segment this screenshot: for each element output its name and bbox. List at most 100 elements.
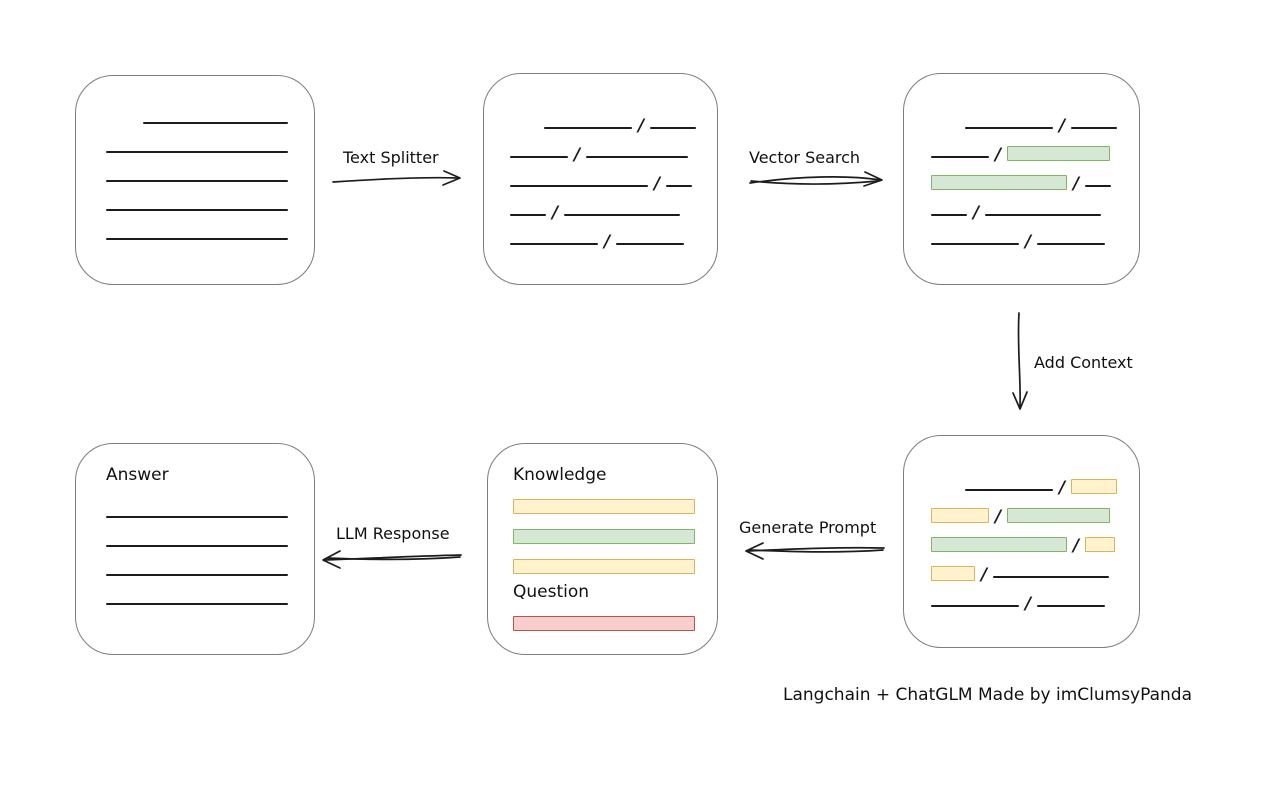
placeholder-row: [106, 129, 288, 158]
slash-separator: /: [1025, 594, 1032, 614]
vector-search-arrow: [749, 171, 883, 187]
red-highlight-bar: [513, 616, 695, 631]
placeholder-row: [513, 546, 699, 576]
slash-separator: /: [654, 174, 661, 194]
green-highlight-bar: [931, 175, 1067, 190]
answer-box: Answer: [75, 443, 315, 655]
text-line: [510, 185, 648, 187]
generate-prompt-arrow: [745, 542, 885, 560]
text-line: [931, 243, 1019, 245]
placeholder-row: [106, 187, 288, 216]
text-line: [1037, 243, 1106, 245]
chunk-lines: / / / / /: [931, 467, 1123, 614]
matched-chunks-box: / / / / /: [903, 73, 1140, 285]
llm-response-label: LLM Response: [336, 524, 450, 543]
vector-search-label: Vector Search: [749, 148, 861, 167]
placeholder-row: /: [931, 163, 1123, 194]
placeholder-row: [513, 516, 699, 546]
placeholder-row: [513, 486, 699, 516]
placeholder-row: [106, 581, 294, 610]
placeholder-row: [106, 216, 288, 245]
text-line: [106, 574, 288, 576]
question-bar: [513, 603, 699, 633]
placeholder-row: /: [510, 163, 701, 194]
green-highlight-bar: [931, 537, 1067, 552]
text-line: [106, 603, 288, 605]
text-line: [1071, 127, 1118, 129]
placeholder-row: [106, 552, 294, 581]
slash-separator: /: [981, 565, 988, 585]
text-line: [931, 214, 967, 216]
placeholder-row: /: [510, 192, 701, 223]
split-chunks-box: / / / / /: [483, 73, 718, 285]
placeholder-row: /: [931, 134, 1123, 165]
placeholder-row: /: [931, 192, 1123, 223]
slash-separator: /: [973, 203, 980, 223]
slash-separator: /: [1059, 116, 1066, 136]
slash-separator: /: [1025, 232, 1032, 252]
placeholder-row: /: [931, 525, 1123, 556]
placeholder-row: [106, 523, 294, 552]
text-line: [544, 127, 632, 129]
placeholder-row: /: [510, 105, 701, 136]
placeholder-row: /: [931, 221, 1123, 252]
text-line: [965, 127, 1053, 129]
slash-separator: /: [1073, 536, 1080, 556]
placeholder-row: /: [510, 221, 701, 252]
placeholder-row: /: [931, 554, 1123, 585]
yellow-highlight-bar: [931, 508, 989, 523]
placeholder-row: [106, 100, 288, 129]
text-line: [666, 185, 693, 187]
slash-separator: /: [995, 145, 1002, 165]
text-line: [965, 489, 1053, 491]
yellow-highlight-bar: [931, 566, 975, 581]
document-box: [75, 75, 315, 285]
question-title: Question: [513, 582, 590, 602]
text-line: [106, 209, 288, 211]
text-line: [106, 238, 288, 240]
text-line: [106, 545, 288, 547]
slash-separator: /: [1059, 478, 1066, 498]
placeholder-row: /: [931, 105, 1123, 136]
slash-separator: /: [995, 507, 1002, 527]
green-highlight-bar: [513, 529, 695, 544]
yellow-highlight-bar: [513, 559, 695, 574]
answer-title: Answer: [106, 465, 169, 485]
chunk-lines: / / / / /: [510, 105, 701, 252]
text-line: [650, 127, 697, 129]
text-line: [510, 156, 568, 158]
text-line: [106, 180, 288, 182]
knowledge-bars: [513, 486, 699, 576]
slash-separator: /: [1073, 174, 1080, 194]
spacer: [510, 133, 538, 134]
text-line: [586, 156, 689, 158]
slash-separator: /: [574, 145, 581, 165]
placeholder-row: [513, 603, 699, 633]
text-line: [993, 576, 1110, 578]
context-chunks-box: / / / / /: [903, 435, 1140, 648]
llm-response-arrow: [322, 550, 462, 569]
text-line: [564, 214, 681, 216]
slash-separator: /: [638, 116, 645, 136]
generate-prompt-label: Generate Prompt: [739, 518, 877, 537]
spacer: [931, 133, 959, 134]
text-line: [1085, 185, 1112, 187]
document-lines: [106, 100, 288, 245]
credit-caption: Langchain + ChatGLM Made by imClumsyPand…: [783, 685, 1192, 705]
placeholder-row: /: [931, 467, 1123, 498]
spacer: [106, 128, 137, 129]
placeholder-row: [106, 494, 294, 523]
prompt-box: Knowledge Question: [487, 443, 718, 655]
slash-separator: /: [604, 232, 611, 252]
text-line: [510, 214, 546, 216]
text-line: [106, 516, 288, 518]
spacer: [931, 495, 959, 496]
text-line: [510, 243, 598, 245]
text-splitter-arrow: [332, 170, 461, 186]
slash-separator: /: [552, 203, 559, 223]
text-line: [616, 243, 685, 245]
green-highlight-bar: [1007, 146, 1111, 161]
text-line: [106, 151, 288, 153]
yellow-highlight-bar: [1071, 479, 1118, 494]
